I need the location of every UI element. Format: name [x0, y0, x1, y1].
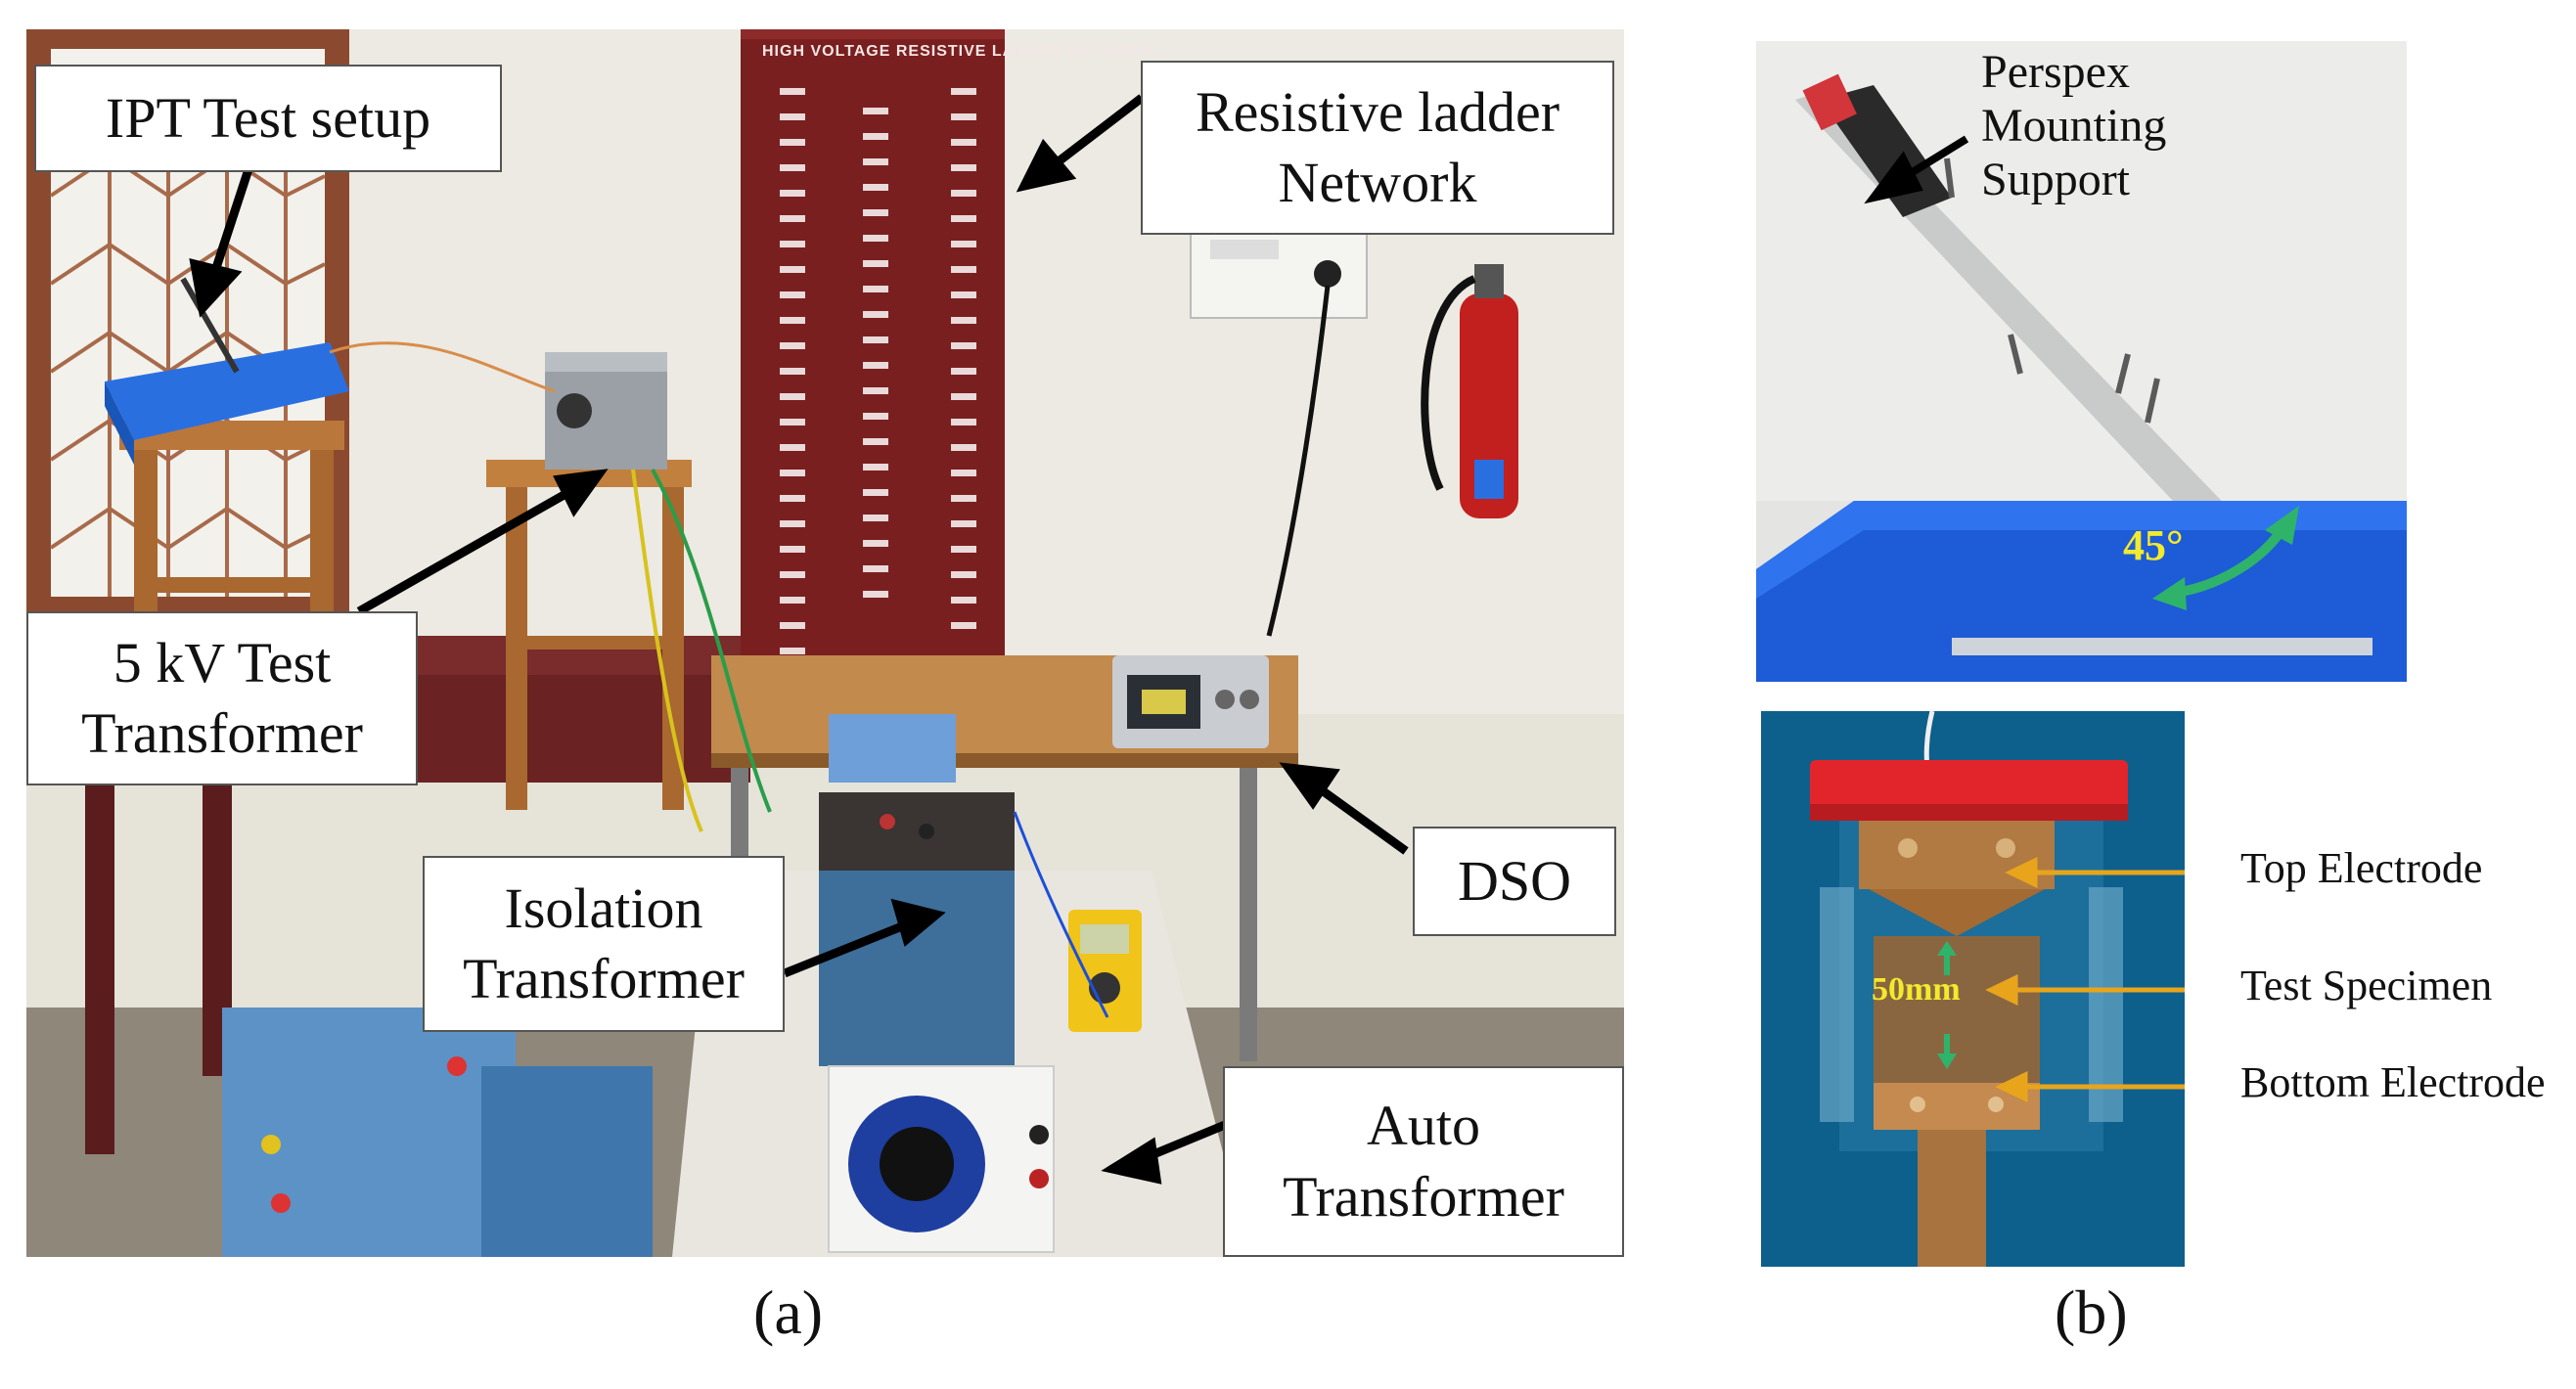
label-bottom-electrode: Bottom Electrode: [2240, 1058, 2546, 1106]
mounting-support-label: Perspex Mounting Support: [1981, 46, 2167, 206]
caption-b: (b): [2055, 1277, 2128, 1347]
ipt-tray: [105, 342, 349, 440]
callout-isolation-transformer: Isolation Transformer: [423, 856, 785, 1032]
control-box: [222, 1008, 516, 1257]
callout-test-transformer: 5 kV Test Transformer: [26, 611, 418, 785]
label-test-specimen: Test Specimen: [2240, 962, 2493, 1009]
label-top-electrode: Top Electrode: [2240, 844, 2483, 892]
callout-ipt-test-setup: IPT Test setup: [34, 65, 502, 172]
callout-dso: DSO: [1413, 827, 1616, 936]
mounting-support-photo: Perspex Mounting Support 45°: [1756, 41, 2407, 682]
gap-annotation: 50mm: [1872, 971, 1961, 1008]
electrode-photo: 50mm: [1761, 711, 2185, 1267]
ladder-panel-text: HIGH VOLTAGE RESISTIVE LADDER NETWORK: [762, 43, 1156, 60]
angle-annotation: 45°: [2123, 521, 2184, 569]
lab-setup-photo: HIGH VOLTAGE RESISTIVE LADDER NETWORK IP…: [26, 29, 1624, 1257]
callout-resistive-ladder: Resistive ladder Network: [1141, 61, 1614, 235]
caption-a: (a): [753, 1277, 824, 1347]
resistive-ladder-board: [741, 29, 1005, 690]
callout-auto-transformer: Auto Transformer: [1223, 1066, 1624, 1257]
